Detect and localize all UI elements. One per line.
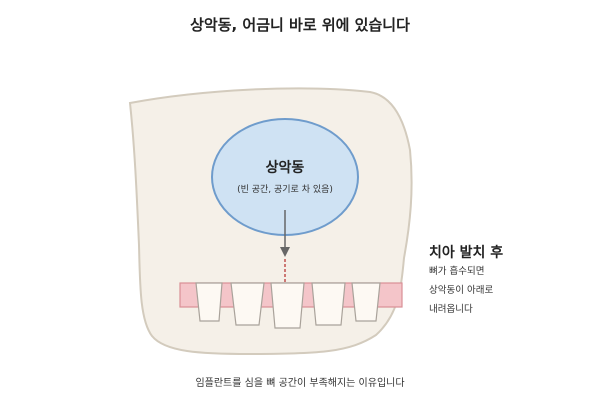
- sinus-label: 상악동: [266, 159, 305, 176]
- annotation-line: 상악동이 아래로: [429, 285, 494, 296]
- annotation-title: 치아 발치 후: [429, 245, 504, 261]
- molar-tooth: [230, 282, 265, 326]
- arrow-head: [280, 247, 290, 257]
- sinus-sublabel: (빈 공간, 공기로 차 있음): [237, 183, 333, 195]
- molar-tooth: [311, 282, 346, 326]
- annotation-line: 뼈가 흡수되면: [429, 266, 485, 277]
- molar-tooth: [270, 282, 305, 329]
- diagram-title: 상악동, 어금니 바로 위에 있습니다: [190, 16, 410, 34]
- molar-tooth: [351, 282, 381, 322]
- molar-tooth: [195, 282, 223, 322]
- annotation-line: 내려옵니다: [429, 304, 473, 315]
- diagram-caption: 임플란트를 심을 뼈 공간이 부족해지는 이유입니다: [195, 378, 405, 389]
